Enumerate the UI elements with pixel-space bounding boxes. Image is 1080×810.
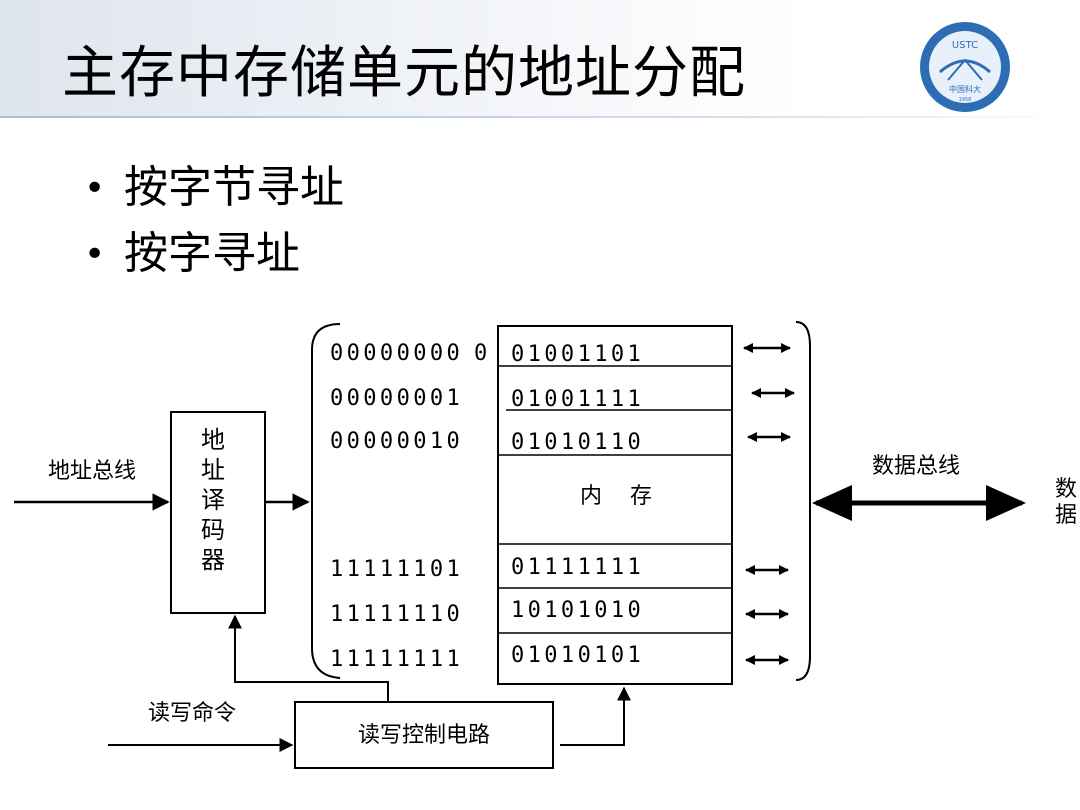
header-rule bbox=[0, 116, 1080, 118]
memory-cell: 01111111 bbox=[511, 555, 644, 580]
logo-subtitle: 中国科大 bbox=[949, 84, 981, 94]
rw-control-circuit-box bbox=[294, 701, 554, 769]
data-label: 数据 bbox=[1055, 477, 1077, 528]
address-cell: 00000001 bbox=[330, 386, 463, 411]
logo-inner-disc bbox=[929, 31, 1001, 103]
bullet-text: 按字节寻址 bbox=[124, 162, 344, 213]
bullet-dot-icon: • bbox=[84, 168, 106, 209]
memory-diagram: 地址总线 地址译码器 内 存 00000000 0 01001101 00000… bbox=[14, 321, 1077, 769]
address-cell-suffix: 0 bbox=[474, 341, 491, 366]
address-bus-label: 地址总线 bbox=[48, 459, 136, 484]
bullet-text: 按字寻址 bbox=[124, 228, 300, 279]
data-bus-left-arrowhead-icon bbox=[812, 485, 852, 521]
bullet-dot-icon: • bbox=[84, 234, 106, 275]
address-cell: 11111101 bbox=[330, 557, 463, 582]
memory-cell: 01010101 bbox=[511, 643, 644, 668]
slide-title: 主存中存储单元的地址分配 bbox=[62, 41, 746, 106]
bullet-list: • 按字节寻址 • 按字寻址 bbox=[84, 160, 344, 292]
control-to-memory-arrow bbox=[560, 686, 631, 746]
address-cell: 00000010 bbox=[330, 429, 463, 454]
address-decoder-label: 地址译码器 bbox=[201, 426, 225, 574]
address-brace-left bbox=[311, 323, 341, 679]
memory-cell: 01010110 bbox=[511, 430, 644, 455]
memory-label: 内 存 bbox=[580, 484, 652, 509]
address-cell: 11111110 bbox=[330, 602, 463, 627]
header-band bbox=[0, 0, 1080, 118]
memory-cell: 10101010 bbox=[511, 598, 644, 623]
data-bus-label: 数据总线 bbox=[872, 454, 960, 479]
ustc-logo-icon: USTC 中国科大 1958 bbox=[920, 22, 1010, 112]
bullet-item: • 按字节寻址 bbox=[84, 160, 344, 216]
rw-control-circuit-label: 读写控制电路 bbox=[358, 723, 490, 748]
logo-text: USTC bbox=[952, 40, 978, 51]
memory-block bbox=[497, 325, 733, 685]
data-brace-right bbox=[795, 321, 811, 681]
logo-peak bbox=[947, 58, 983, 81]
rw-command-label: 读写命令 bbox=[148, 701, 236, 726]
data-bus-right-arrowhead-icon bbox=[986, 485, 1026, 521]
logo-year: 1958 bbox=[959, 97, 972, 103]
address-cell: 11111111 bbox=[330, 647, 463, 672]
memory-cell: 01001101 bbox=[511, 342, 644, 367]
control-to-decoder-arrow bbox=[228, 614, 389, 702]
address-decoder-box bbox=[170, 411, 266, 614]
address-cell: 00000000 bbox=[330, 341, 463, 366]
memory-cell: 01001111 bbox=[511, 387, 644, 412]
bullet-item: • 按字寻址 bbox=[84, 226, 344, 282]
